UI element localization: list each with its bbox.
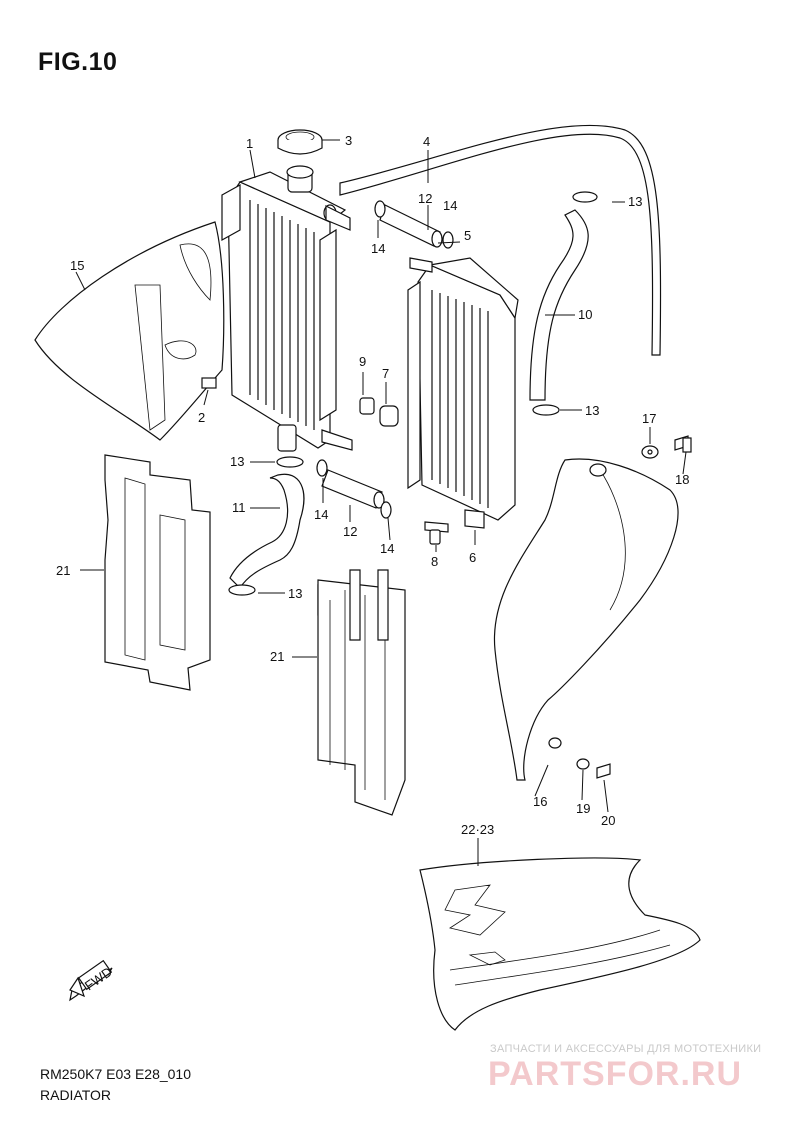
callout-18: 18 — [675, 472, 689, 487]
lower-radiator-hose — [229, 473, 305, 589]
radiator-shroud-right — [493, 458, 679, 781]
callout-7: 7 — [382, 366, 389, 381]
callout-14-upper-right: 14 — [443, 198, 457, 213]
section-name: RADIATOR — [40, 1087, 112, 1103]
callout-10: 10 — [578, 307, 592, 322]
connecting-hose-lower-end — [373, 491, 385, 509]
callout-8: 8 — [431, 554, 438, 569]
connecting-hose-lower — [321, 469, 383, 509]
upper-radiator-hose — [529, 209, 589, 401]
callout-13-left: 13 — [230, 454, 244, 469]
callout-13-right: 13 — [585, 403, 599, 418]
callout-13-lower: 13 — [288, 586, 302, 601]
grommets-and-bolts — [359, 397, 449, 545]
callout-2: 2 — [198, 410, 205, 425]
forward-arrow-icon — [69, 959, 113, 1002]
callout-labels: 1 3 4 13 12 14 14 5 15 10 9 7 2 13 17 13… — [56, 133, 689, 993]
radiator-cap — [277, 129, 323, 155]
figure-title: FIG.10 — [38, 48, 118, 76]
radiator-louver-left — [104, 454, 211, 691]
leader-lines — [75, 139, 687, 866]
radiator-right — [407, 257, 519, 529]
callout-21-left: 21 — [56, 563, 70, 578]
callout-14-lower-left: 14 — [314, 507, 328, 522]
callout-9: 9 — [359, 354, 366, 369]
radiator-left — [221, 165, 353, 452]
radiator-louver-center — [317, 569, 406, 816]
radiator-shroud-left — [34, 221, 225, 441]
callout-12-lower: 12 — [343, 524, 357, 539]
callout-12-upper: 12 — [418, 191, 432, 206]
connecting-hose-upper-end — [431, 230, 443, 248]
callout-17: 17 — [642, 411, 656, 426]
callout-1: 1 — [246, 136, 253, 151]
callout-19: 19 — [576, 801, 590, 816]
callout-13-upper: 13 — [628, 194, 642, 209]
model-code: RM250K7 E03 E28_010 — [40, 1066, 191, 1082]
watermark-subtitle: ЗАПЧАСТИ И АКСЕССУАРЫ ДЛЯ МОТОТЕХНИКИ — [490, 1043, 762, 1055]
callout-14-lower-right: 14 — [380, 541, 394, 556]
callout-22-23: 22·23 — [461, 822, 494, 837]
watermark-brand: PARTSFOR.RU — [488, 1055, 743, 1093]
callout-14-upper-left: 14 — [371, 241, 385, 256]
fwd-label: FWD — [82, 964, 115, 993]
connecting-hose-upper — [379, 204, 441, 247]
callout-6: 6 — [469, 550, 476, 565]
callout-3: 3 — [345, 133, 352, 148]
callout-11: 11 — [232, 500, 246, 515]
shroud-fasteners — [576, 435, 692, 779]
breather-hose — [339, 124, 662, 356]
callout-4: 4 — [423, 134, 430, 149]
callout-16: 16 — [533, 794, 547, 809]
callout-5: 5 — [464, 228, 471, 243]
hose-clamps — [228, 191, 598, 596]
callout-21-center: 21 — [270, 649, 284, 664]
callout-15: 15 — [70, 258, 84, 273]
callout-20: 20 — [601, 813, 615, 828]
shroud-graphic-emblem — [419, 857, 701, 1031]
